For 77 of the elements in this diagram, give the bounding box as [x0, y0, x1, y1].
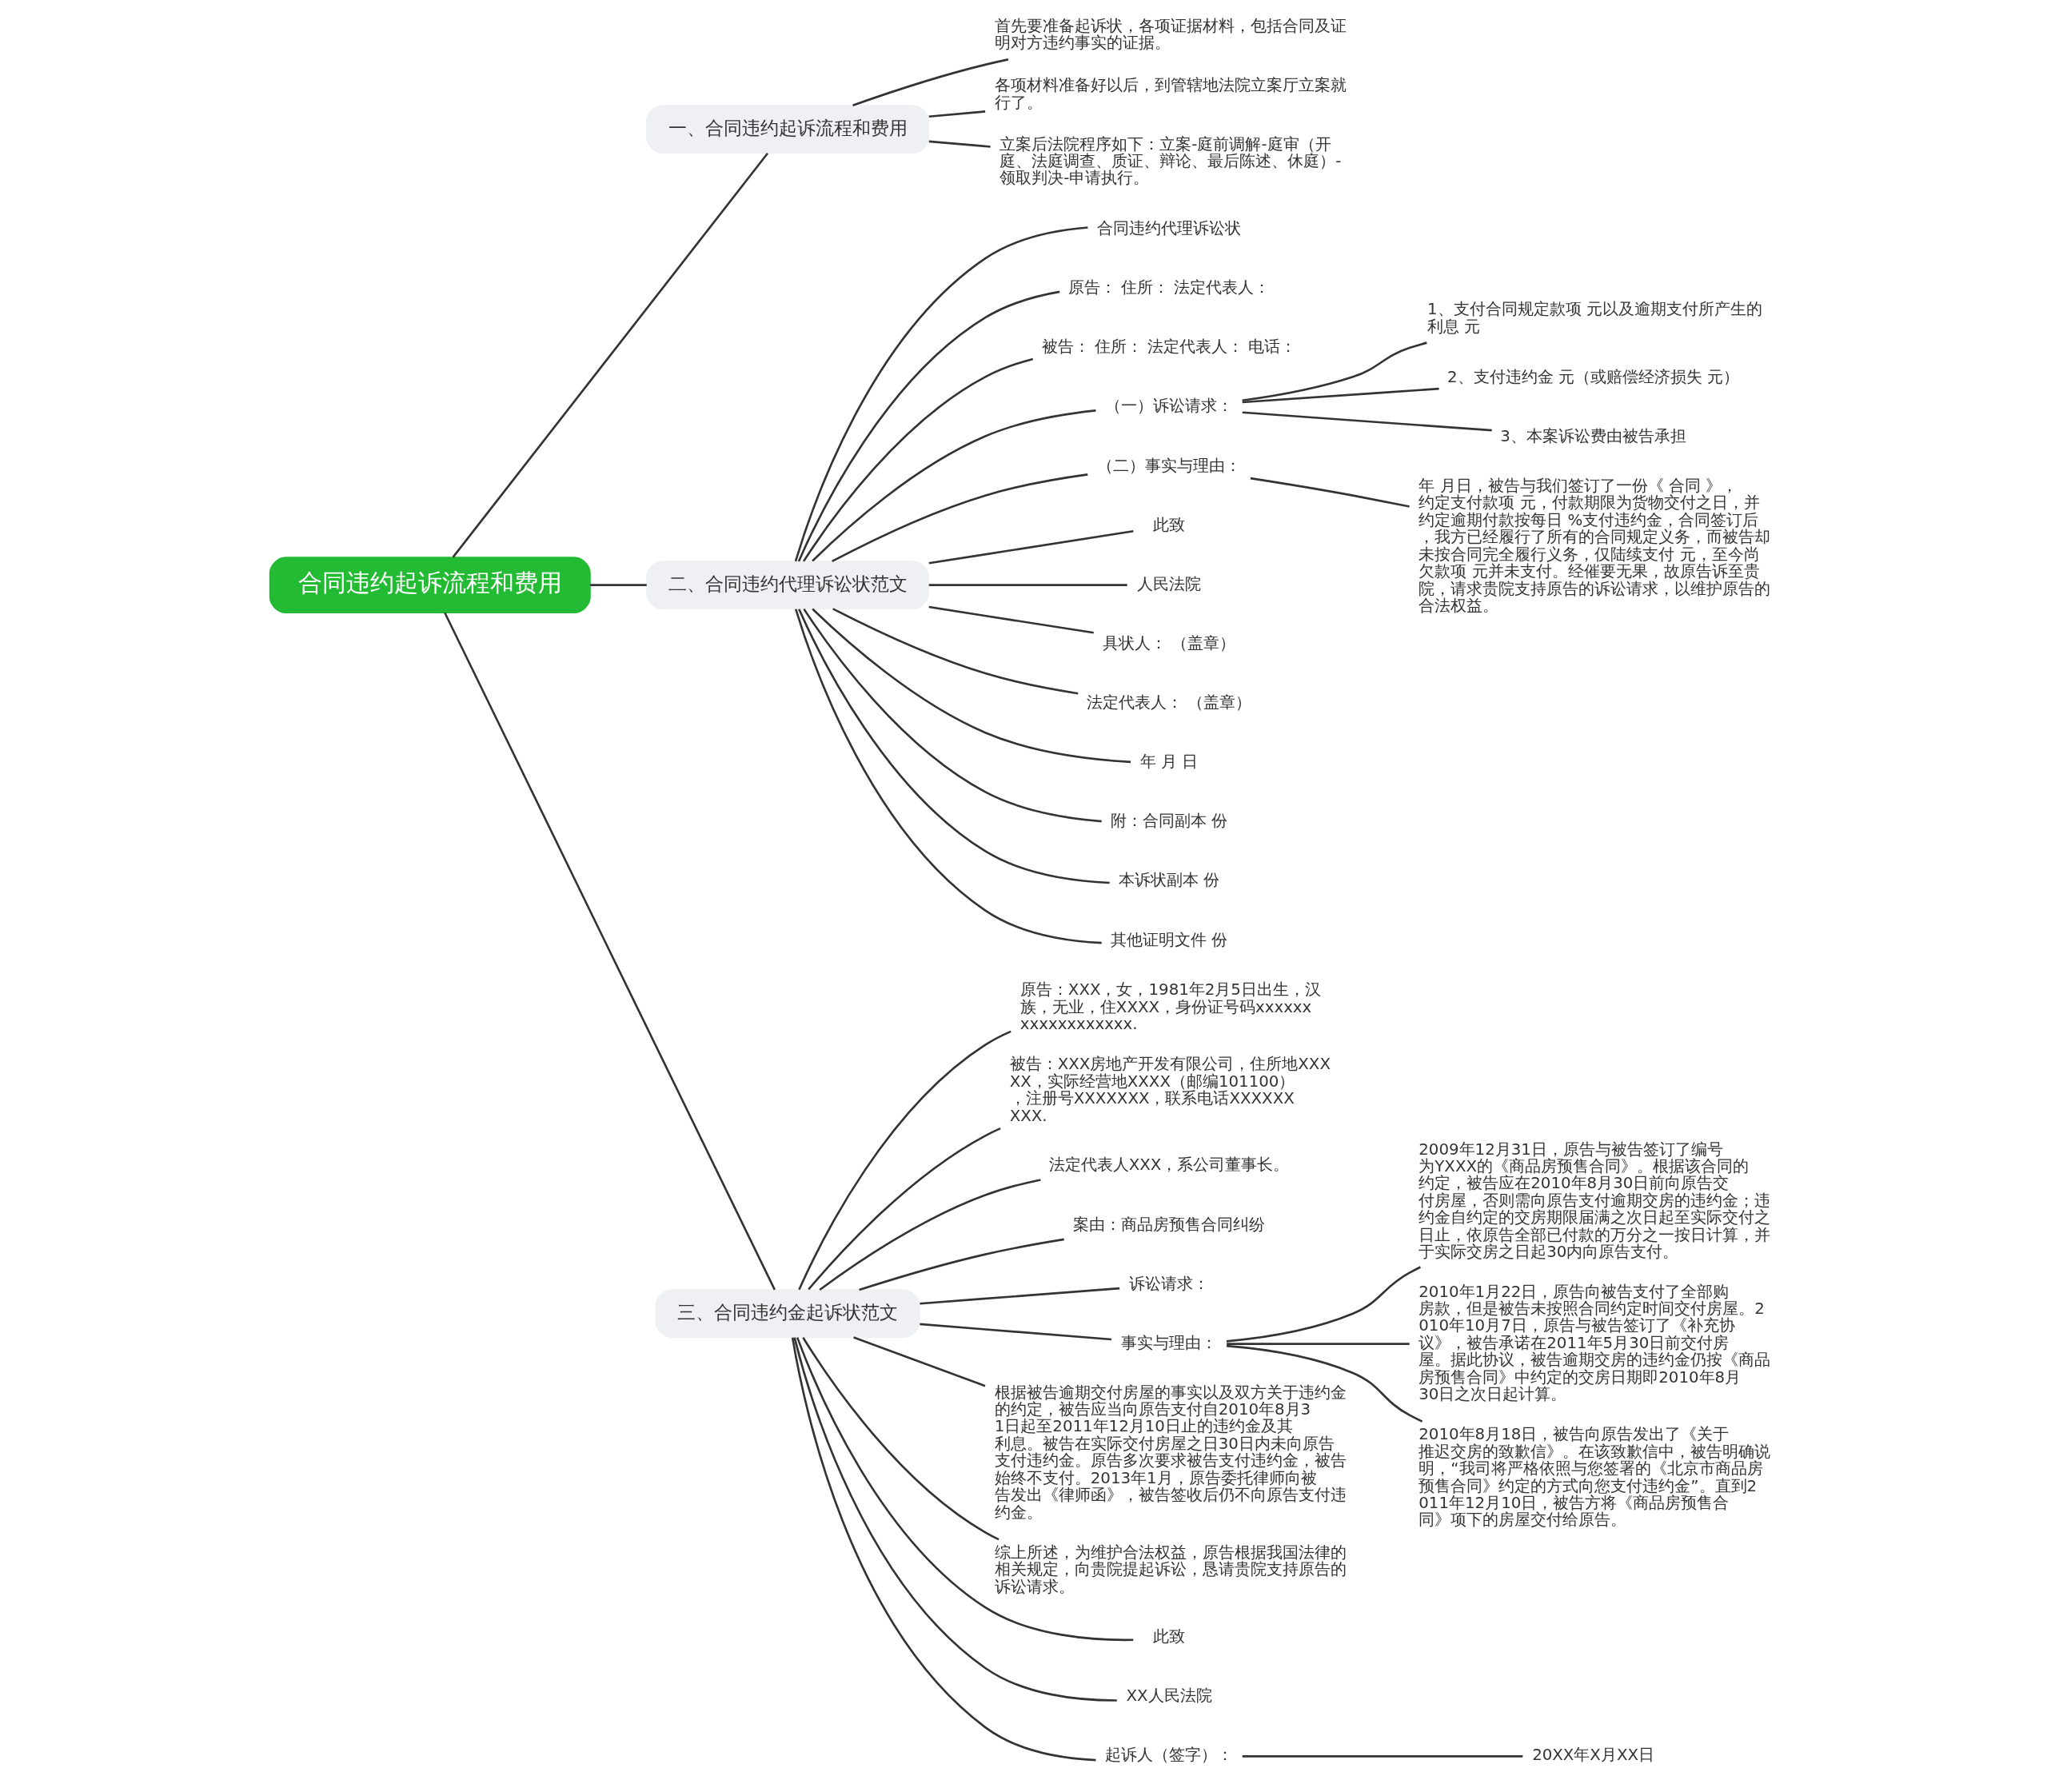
connector — [1242, 1755, 1523, 1758]
node-text: 2009年12月31日，原告与被告签订了编号为YXXX的《商品房预售合同》。根据该合同的约定，被告应在2010年8月30日前向原告交付房屋，否则需向原告支付逾期交房的违约金；违约金自约定的交房期限届满之次日起至实际交付之日止，依原告全部已付款的万分之一按日计算，并于实际交房之日起30内向原告支付。 — [1419, 1139, 1771, 1262]
connector — [803, 608, 1102, 823]
node-text: 被告：XXX房地产开发有限公司，住所地XXXXX，实际经营地XXXX（邮编101100），注册号XXXXXXX，联系电话XXXXXXXXX. — [1009, 1055, 1331, 1125]
node-text: 首先要准备起诉状，各项证据材料，包括合同及证明对方违约事实的证据。 — [994, 17, 1347, 53]
connector — [1242, 387, 1439, 404]
node-text: 本诉状副本 份 — [1118, 871, 1220, 890]
node-text: 原告：XXX，女，1981年2月5日出生，汉族，无业，住XXXX，身份证号码xxxxxxxxxxxxxxxxxx. — [1020, 980, 1321, 1034]
node-box: 三、合同违约金起诉状范文 — [655, 1289, 920, 1339]
connector — [920, 1323, 1112, 1341]
node-box: 一、合同违约起诉流程和费用 — [645, 105, 930, 154]
node-text: 起诉人（签字）： — [1105, 1746, 1234, 1765]
connector — [928, 110, 986, 118]
node-text: 3、本案诉讼费由被告承担 — [1500, 427, 1686, 446]
node-text: 法定代表人： （盖章） — [1086, 693, 1252, 712]
node-text: 2010年1月22日，原告向被告支付了全部购房款，但是被告未按照合同约定时间交付房屋。2010年10月7日，原告与被告签订了《补充协议》，被告承诺在2011年5月30日前交付房屋。据此协议，被告逾期交房的违约金仍按《商品房预售合同》中约定的交房日期即2010年8月30日之次日起计算。 — [1419, 1282, 1771, 1404]
connector — [794, 226, 1088, 562]
node-text: 此致 — [1153, 515, 1186, 534]
connector — [853, 1336, 986, 1387]
connector — [832, 608, 1079, 695]
connector — [795, 609, 1102, 944]
node-text: 综上所述，为维护合法权益，原告根据我国法律的相关规定，向贵院提起诉讼，恳请贵院支持原告的诉讼请求。 — [994, 1543, 1347, 1596]
node-text: 原告： 住所： 法定代表人： — [1067, 278, 1271, 297]
node-text: 合同违约代理诉讼状 — [1097, 218, 1242, 237]
node-text: 各项材料准备好以后，到管辖地法院立案厅立案就行了。 — [994, 76, 1347, 112]
connector — [798, 609, 1110, 884]
node-text: 事实与理由： — [1121, 1333, 1218, 1352]
connector — [920, 1287, 1120, 1305]
node-text: 此致 — [1153, 1627, 1186, 1646]
connector — [832, 473, 1088, 563]
connector — [852, 58, 1009, 107]
node-text: （二）事实与理由： — [1097, 456, 1242, 475]
connector — [444, 612, 776, 1291]
connector — [808, 1127, 1001, 1291]
node-text: 被告： 住所： 法定代表人： 电话： — [1041, 337, 1297, 357]
connector — [1227, 1343, 1410, 1345]
connector — [797, 290, 1060, 562]
connector — [859, 1238, 1064, 1291]
node-text: 年 月日，被告与我们签订了一份《 合同 》，约定支付款项 元，付款期限为货物交付之日，并约定逾期付款按每日 %支付违约金，合同签订后，我方已经履行了所有的合同规定义务，而被告却未按合同完全履行义务，仅陆续支付 元，至今尚欠款项 元并未支付。经催要无果，故原告诉至贵院，请求贵院支持原告的诉讼请求，以维护原告的合法权益。 — [1419, 477, 1771, 615]
connector — [928, 529, 1134, 565]
node-text: 2、支付违约金 元（或赔偿经济损失 元） — [1447, 368, 1740, 387]
connector — [1226, 1344, 1423, 1423]
connector — [819, 1179, 1041, 1291]
node-text: 20XX年X月XX日 — [1532, 1746, 1654, 1765]
connector — [928, 140, 991, 148]
connector — [928, 584, 1127, 586]
node-text: 立案后法院程序如下：立案-庭前调解-庭审（开庭、法庭调查、质证、辩论、最后陈述、休庭）-领取判决-申请执行。 — [1000, 134, 1342, 188]
connector — [812, 608, 1131, 764]
node-text: 具状人： （盖章） — [1102, 633, 1236, 653]
connector — [796, 1337, 1134, 1642]
node-text: 诉讼请求： — [1129, 1274, 1210, 1293]
connector — [1242, 411, 1492, 432]
connector — [452, 152, 768, 558]
node-text: 附：合同副本 份 — [1110, 812, 1228, 831]
node-box: 合同违约起诉流程和费用 — [269, 557, 591, 614]
node-text: 年 月 日 — [1139, 752, 1199, 772]
node-text: 2010年8月18日，被告向原告发出了《关于推迟交房的致歉信》。在该致歉信中，被告明确说明，“我司将严格依照与您签署的《北京市商品房预售合同》约定的方式向您支付违约金”。直到2011年12月10日，被告方将《商品房预售合同》项下的房屋交付给原告。 — [1419, 1425, 1771, 1530]
connector — [1250, 477, 1410, 508]
connector — [802, 1337, 1000, 1541]
connector — [812, 409, 1096, 562]
connector — [1226, 1266, 1421, 1343]
connector — [791, 1337, 1096, 1762]
connector — [798, 1030, 1012, 1291]
node-text: XX人民法院 — [1126, 1686, 1212, 1706]
connector — [590, 584, 647, 586]
node-text: 其他证明文件 份 — [1110, 930, 1228, 949]
node-text: 1、支付合同规定款项 元以及逾期支付所产生的利息 元 — [1427, 300, 1762, 336]
node-box: 二、合同违约代理诉讼状范文 — [645, 561, 930, 610]
node-text: 根据被告逾期交付房屋的事实以及双方关于违约金的约定，被告应当向原告支付自2010年8月31日起至2011年12月10日止的违约金及其利息。被告在实际交付房屋之日30日内未向原告支付违约金。原告多次要求被告支付违约金，被告始终不支付。2013年1月，原告委托律师向被告发出《律师函》，被告签收后仍不向原告支付违约金。 — [994, 1383, 1347, 1522]
connector — [1242, 341, 1427, 402]
node-text: 人民法院 — [1137, 574, 1202, 593]
node-text: 法定代表人XXX，系公司董事长。 — [1048, 1155, 1290, 1175]
connector — [928, 605, 1094, 634]
node-text: 案由：商品房预售合同纠纷 — [1073, 1215, 1266, 1234]
connector — [802, 357, 1034, 562]
connector — [793, 1337, 1117, 1702]
node-text: （一）诉讼请求： — [1105, 397, 1234, 416]
